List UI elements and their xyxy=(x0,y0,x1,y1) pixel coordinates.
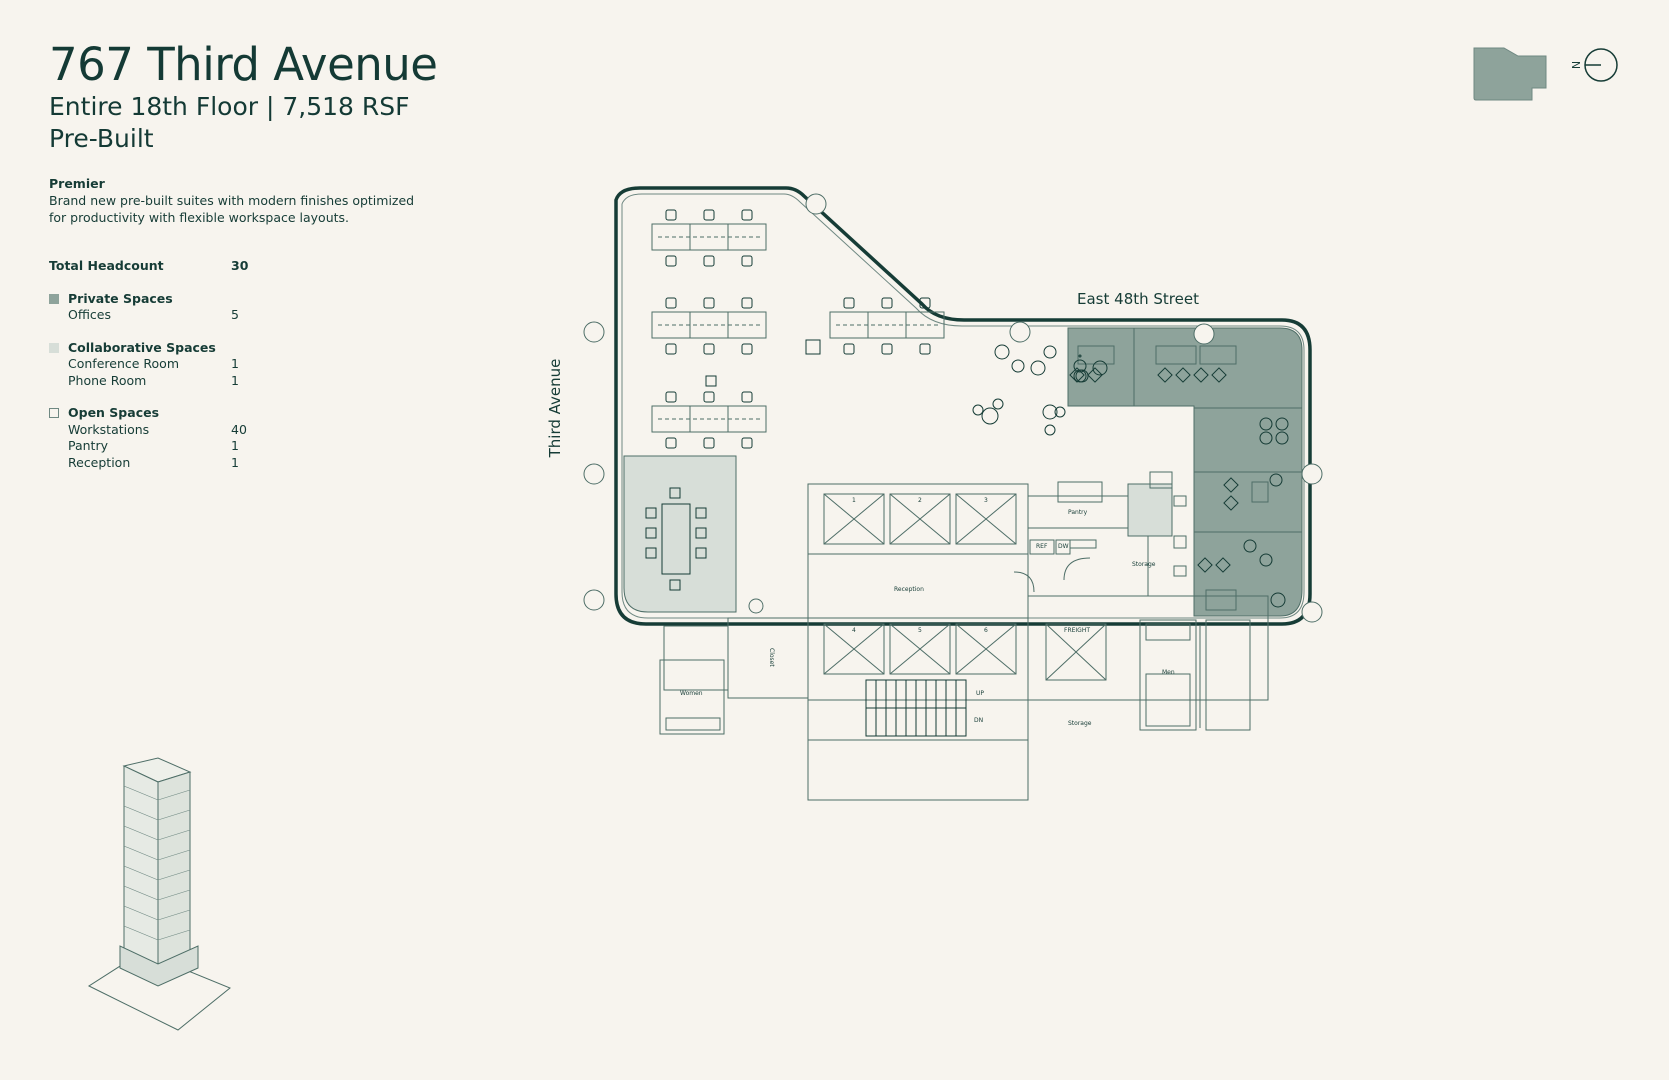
total-headcount-label: Total Headcount xyxy=(49,258,164,273)
conference-room-value: 1 xyxy=(231,356,239,371)
collaborative-legend-swatch xyxy=(49,342,59,353)
private-spaces-label: Private Spaces xyxy=(68,290,173,306)
collaborative-spaces-header: Collaborative Spaces xyxy=(49,340,289,357)
workstations-value: 40 xyxy=(231,421,247,437)
lounge-seating xyxy=(972,344,1108,436)
elevator-1-label: 1 xyxy=(852,497,856,504)
phone-room-value: 1 xyxy=(231,372,239,388)
pantry-value: 1 xyxy=(231,438,239,453)
conference-room-label: Conference Room xyxy=(68,356,179,371)
elevator-4-label: 4 xyxy=(852,627,856,634)
restrooms xyxy=(659,619,1251,735)
stair-down-label: DN xyxy=(974,717,983,724)
avenue-label: Third Avenue xyxy=(546,359,564,459)
core xyxy=(727,483,1269,801)
building-illustration xyxy=(87,757,231,1031)
space-type: Pre-Built xyxy=(49,124,154,153)
collaborative-spaces-label: Collaborative Spaces xyxy=(68,339,216,355)
pantry-label: Pantry xyxy=(68,438,108,453)
offices-value: 5 xyxy=(231,307,239,322)
open-spaces-label: Open Spaces xyxy=(68,405,160,420)
closet-label: Closet xyxy=(768,648,775,667)
elevator-2-label: 2 xyxy=(918,497,922,504)
key-plan-icon: N xyxy=(1473,47,1618,101)
room-labels: Pantry Reception Storage Storage Women M… xyxy=(680,509,1175,727)
space-stats: Total Headcount 30 Private Spaces Office… xyxy=(49,258,289,471)
description: Brand new pre-built suites with modern f… xyxy=(49,193,415,225)
total-headcount-row: Total Headcount 30 xyxy=(49,258,289,275)
private-offices xyxy=(1067,327,1303,617)
compass-icon: N xyxy=(1569,48,1618,82)
office-chairs xyxy=(1069,367,1289,608)
stair-up-label: UP xyxy=(976,690,984,697)
offices-label: Offices xyxy=(68,307,111,322)
conference-room-row: Conference Room 1 xyxy=(49,356,289,373)
women-room-label: Women xyxy=(680,690,703,697)
stairs xyxy=(865,679,967,737)
floor-plan: 1 2 3 4 5 6 Pantry xyxy=(546,186,1323,801)
open-spaces-header: Open Spaces xyxy=(49,405,289,422)
offices-row: Offices 5 xyxy=(49,307,289,324)
reception-label: Reception xyxy=(68,454,131,470)
storage-room-label: Storage xyxy=(1132,561,1156,568)
floor-info: Entire 18th Floor | 7,518 RSF xyxy=(49,92,410,121)
page-title: 767 Third Avenue xyxy=(49,38,438,91)
men-room-label: Men xyxy=(1162,669,1175,676)
elevator-3-label: 3 xyxy=(984,497,988,504)
workstations-label: Workstations xyxy=(68,421,150,437)
reception-room-label: Reception xyxy=(894,586,924,593)
north-label: N xyxy=(1569,61,1582,69)
private-spaces-header: Private Spaces xyxy=(49,291,289,308)
phone-room-row: Phone Room 1 xyxy=(49,373,289,390)
private-legend-swatch xyxy=(49,293,59,304)
workstations xyxy=(651,209,945,449)
pantry-room-label: Pantry xyxy=(1068,509,1088,516)
building-envelope xyxy=(614,186,1312,626)
open-legend-swatch xyxy=(49,408,59,418)
workstations-row: Workstations 40 xyxy=(49,422,289,439)
conference-room xyxy=(623,455,737,613)
phone-room-label: Phone Room xyxy=(68,372,147,388)
dw-label: DW xyxy=(1058,543,1069,550)
storage-room-2-label: Storage xyxy=(1068,720,1092,727)
total-headcount-value: 30 xyxy=(231,258,249,273)
elevators xyxy=(823,493,1107,681)
ref-label: REF xyxy=(1036,543,1048,550)
columns xyxy=(583,193,1323,623)
elevator-6-label: 6 xyxy=(984,627,988,634)
reception-value: 1 xyxy=(231,454,239,470)
elevator-5-label: 5 xyxy=(918,627,922,634)
street-label: East 48th Street xyxy=(1077,290,1199,308)
reception-row: Reception 1 xyxy=(49,455,289,472)
freight-label: FREIGHT xyxy=(1064,627,1090,634)
pantry-row: Pantry 1 xyxy=(49,438,289,455)
tier-label: Premier xyxy=(49,176,105,191)
